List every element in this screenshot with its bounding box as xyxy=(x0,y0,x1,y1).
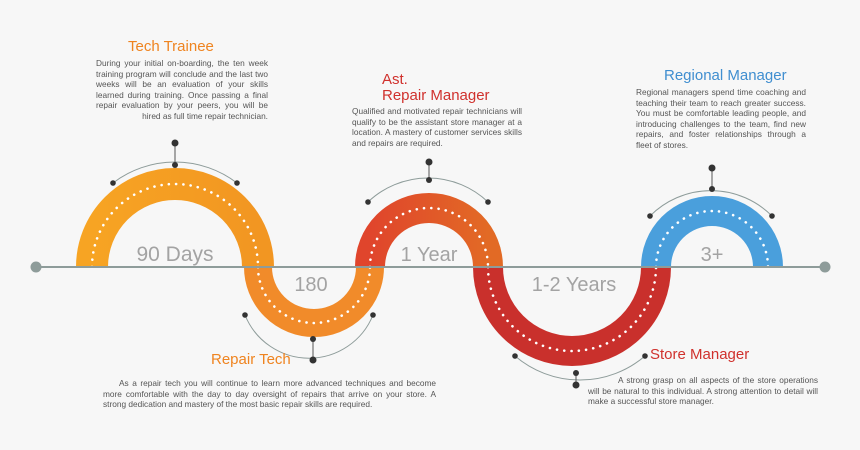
stage-description-store-manager: A strong grasp on all aspects of the sto… xyxy=(588,375,818,406)
timeline-start-node xyxy=(30,261,42,273)
pin-store-manager xyxy=(512,353,648,389)
arc-dots-regional-manager xyxy=(654,209,770,269)
stage-title-store-manager: Store Manager xyxy=(650,346,750,363)
stage-title-tech-trainee: Tech Trainee xyxy=(128,38,214,55)
guide-arc-repair-tech xyxy=(244,314,374,359)
stage-description-regional-manager: Regional managers spend time coaching an… xyxy=(636,87,806,150)
stage-title-asst-repair-manager-line2: Repair Manager xyxy=(382,87,490,104)
stage-description-asst-repair-manager: Qualified and motivated repair technicia… xyxy=(352,106,522,148)
arc-dots-tech-trainee xyxy=(90,182,260,269)
duration-label-1-2-years: 1-2 Years xyxy=(532,274,617,296)
stage-title-asst-repair-manager-line1: Ast. xyxy=(382,71,408,88)
duration-label-1-year: 1 Year xyxy=(401,244,458,266)
stage-title-repair-tech: Repair Tech xyxy=(211,351,291,368)
stage-title-regional-manager: Regional Manager xyxy=(664,67,787,84)
arc-dots-repair-tech xyxy=(256,265,372,325)
duration-label-90-days: 90 Days xyxy=(136,243,213,266)
pin-tech-trainee xyxy=(110,139,240,186)
duration-label-3-plus: 3+ xyxy=(701,244,724,266)
arc-band-asst-manager xyxy=(355,193,503,268)
duration-label-180: 180 xyxy=(294,274,327,296)
timeline-end-node xyxy=(819,261,831,273)
pin-repair-tech xyxy=(242,312,376,364)
guide-arc-store-manager xyxy=(514,355,646,381)
stage-description-repair-tech: As a repair tech you will continue to le… xyxy=(103,378,436,409)
pin-asst-manager xyxy=(365,158,491,205)
stage-description-tech-trainee: During your initial on-boarding, the ten… xyxy=(96,58,268,121)
pin-regional-manager xyxy=(647,164,775,219)
arc-dots-store-manager xyxy=(486,265,658,353)
